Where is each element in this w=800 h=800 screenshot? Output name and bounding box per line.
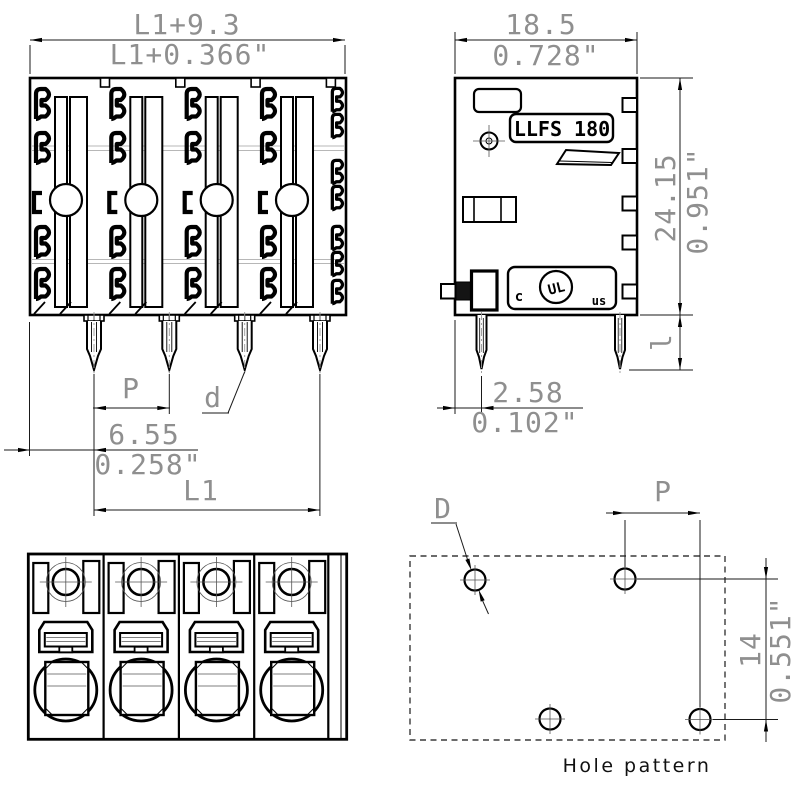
dim-depth-mm: 18.5 bbox=[505, 8, 576, 41]
dim-hole-dia-label: D bbox=[434, 492, 452, 525]
hole-bottom-middle bbox=[535, 704, 565, 734]
dim-first-pin-offset-in: 0.258" bbox=[94, 448, 201, 481]
front-view-top-notches bbox=[99, 77, 337, 88]
hole-top-right bbox=[610, 564, 640, 594]
side-right-tabs bbox=[621, 97, 638, 300]
dim-pin-dia-label: d bbox=[204, 381, 222, 414]
front-view bbox=[28, 76, 348, 375]
dim-hole-pitch-label: P bbox=[654, 475, 672, 508]
dim-height-in: 0.951" bbox=[681, 147, 714, 254]
hole-pattern-caption: Hole pattern bbox=[563, 755, 712, 777]
front-view-right-end bbox=[330, 86, 345, 306]
dim-pin-length-label: l bbox=[645, 333, 678, 351]
dim-depth-in: 0.728" bbox=[492, 39, 599, 72]
dim-overall-width-mm: L1+9.3 bbox=[133, 8, 240, 41]
side-view: LLFS 180 c UL us bbox=[440, 76, 639, 374]
dim-overall-width-in: L1+0.366" bbox=[110, 38, 271, 71]
hole-pattern-view: D P 14 0.551" Hole pattern bbox=[409, 475, 797, 777]
ul-us-label: us bbox=[592, 294, 606, 308]
side-pin-left bbox=[475, 312, 488, 374]
ul-c-label: c bbox=[515, 289, 523, 305]
ul-mark-plate bbox=[506, 265, 618, 311]
dim-pin-offset-mm: 2.58 bbox=[492, 376, 563, 409]
ul-logo-text: UL bbox=[546, 279, 566, 299]
hole-bottom-right bbox=[685, 704, 715, 735]
dim-row-spacing-mm: 14 bbox=[734, 632, 767, 668]
hole-top-left bbox=[460, 565, 490, 595]
plan-view bbox=[26, 552, 349, 741]
hole-pattern-outline bbox=[409, 555, 726, 741]
side-view-dimensions: 18.5 0.728" 24.15 0.951" l 2.58 0.102" bbox=[437, 8, 714, 439]
product-label: LLFS 180 bbox=[514, 117, 610, 141]
dim-pin-offset-in: 0.102" bbox=[471, 406, 578, 439]
dim-height-mm: 24.15 bbox=[649, 153, 682, 242]
dim-length-label: L1 bbox=[183, 474, 219, 507]
dim-pitch-label: P bbox=[122, 372, 140, 405]
side-pin-right bbox=[614, 312, 626, 374]
dim-row-spacing-in: 0.551" bbox=[764, 596, 797, 703]
ul-logo-icon bbox=[538, 269, 574, 305]
product-label-plate bbox=[508, 112, 615, 144]
dim-first-pin-offset-mm: 6.55 bbox=[108, 418, 179, 451]
front-view-dimensions: L1+9.3 L1+0.366" P d 6.55 0.258" L1 bbox=[4, 8, 346, 516]
side-slot bbox=[472, 87, 523, 114]
